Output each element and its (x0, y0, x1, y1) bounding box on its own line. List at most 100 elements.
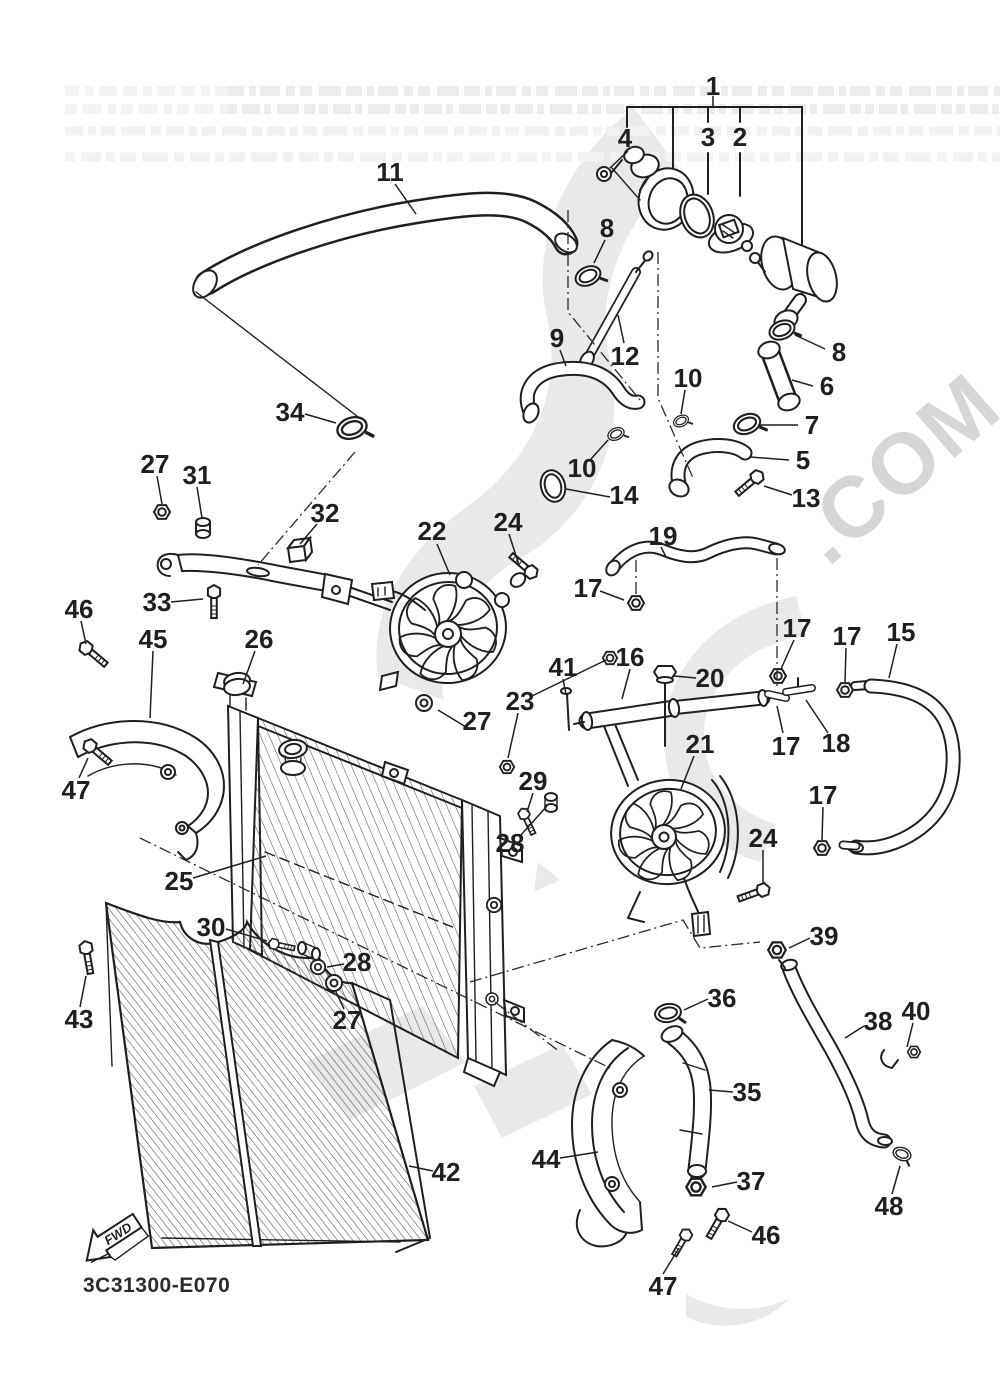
leader-line (788, 937, 811, 949)
watermark-tile-rows (65, 86, 1000, 162)
leader-line (394, 183, 417, 215)
leader-lines (78, 96, 914, 1275)
leader-line (593, 239, 606, 264)
callout-8: 8 (600, 213, 614, 243)
callout-31: 31 (183, 460, 212, 490)
callout-18: 18 (822, 728, 851, 758)
leader-line (794, 334, 826, 350)
callout-9: 9 (550, 323, 564, 353)
leader-line (590, 439, 609, 460)
callout-24: 24 (494, 507, 523, 537)
callout-41: 41 (549, 652, 578, 682)
pipe-16-assembly (560, 665, 873, 747)
leader-line (599, 590, 625, 601)
leader-line (526, 792, 534, 813)
leader-line (683, 998, 709, 1011)
leader-line (844, 647, 847, 683)
callout-17: 17 (833, 621, 862, 651)
leader-line (335, 991, 345, 1010)
callout-35: 35 (733, 1077, 762, 1107)
callout-17: 17 (772, 731, 801, 761)
leader-line (519, 805, 548, 837)
hose-clamp-34 (332, 410, 376, 449)
side-shroud-45 (69, 720, 225, 861)
leader-line (776, 705, 784, 734)
leader-line (891, 1165, 901, 1195)
callout-12: 12 (611, 341, 640, 371)
leader-line (149, 650, 154, 719)
leader-line (660, 546, 667, 558)
callout-2: 2 (733, 122, 747, 152)
callout-27: 27 (141, 449, 170, 479)
callout-3: 3 (701, 122, 715, 152)
callout-10: 10 (674, 363, 703, 393)
leader-line (763, 485, 793, 496)
callout-1: 1 (706, 71, 720, 101)
callout-19: 19 (649, 521, 678, 551)
callout-39: 39 (810, 921, 839, 951)
leader-line (617, 314, 625, 344)
callout-21: 21 (686, 729, 715, 759)
callout-11: 11 (376, 157, 404, 187)
leader-line (791, 379, 814, 387)
cooling-fan-21 (599, 711, 739, 938)
leader-line (326, 963, 345, 968)
callout-27: 27 (463, 706, 492, 736)
thermostat-hoses (519, 250, 804, 503)
leader-line (304, 413, 337, 424)
leader-line (78, 757, 89, 779)
drain-hose-38 (780, 958, 893, 1149)
callout-48: 48 (875, 1191, 904, 1221)
leader-line (727, 1220, 753, 1233)
callout-4: 4 (618, 123, 633, 153)
callout-44: 44 (532, 1144, 561, 1174)
thermostat-assembly (596, 106, 838, 331)
breather-hose-19 (605, 536, 786, 577)
leader-line (609, 150, 629, 169)
callout-8: 8 (832, 337, 846, 367)
leader-line (437, 709, 467, 728)
leader-line (565, 488, 611, 498)
callout-47: 47 (649, 1271, 678, 1301)
leader-line (299, 523, 318, 545)
leader-line (708, 1089, 734, 1093)
callout-15: 15 (887, 617, 916, 647)
hose-35 (660, 1025, 713, 1180)
leader-line (805, 699, 829, 734)
leader-line (662, 1247, 680, 1275)
leader-line (242, 650, 256, 685)
leader-line (621, 668, 631, 700)
leader-line (680, 755, 695, 790)
watermark-com-text: .COM (777, 355, 1000, 583)
cooling-fan-22 (370, 571, 510, 692)
callout-46: 46 (752, 1220, 781, 1250)
callout-17: 17 (809, 780, 838, 810)
callout-24: 24 (749, 823, 778, 853)
leader-line (408, 1165, 434, 1172)
overflow-hose-15 (838, 678, 961, 856)
leader-line (680, 389, 686, 415)
leader-line (225, 928, 268, 942)
leader-line (780, 639, 795, 670)
callout-23: 23 (506, 686, 535, 716)
callout-14: 14 (610, 480, 639, 510)
leader-line (559, 1151, 599, 1159)
callout-20: 20 (696, 663, 725, 693)
radiator-inlet-hose-11 (192, 191, 579, 421)
leader-line (906, 1022, 914, 1048)
callout-26: 26 (245, 624, 274, 654)
callout-28: 28 (496, 828, 525, 858)
callout-32: 32 (311, 498, 340, 528)
callout-33: 33 (143, 587, 172, 617)
callout-40: 40 (902, 996, 931, 1026)
callout-43: 43 (65, 1004, 94, 1034)
callout-10: 10 (568, 453, 597, 483)
fasteners (75, 549, 922, 1259)
callout-36: 36 (708, 983, 737, 1013)
leader-line (79, 975, 87, 1008)
callout-46: 46 (65, 594, 94, 624)
leader-line (673, 675, 697, 679)
leader-line (436, 543, 451, 576)
callout-42: 42 (432, 1157, 461, 1187)
leader-line (80, 620, 87, 645)
